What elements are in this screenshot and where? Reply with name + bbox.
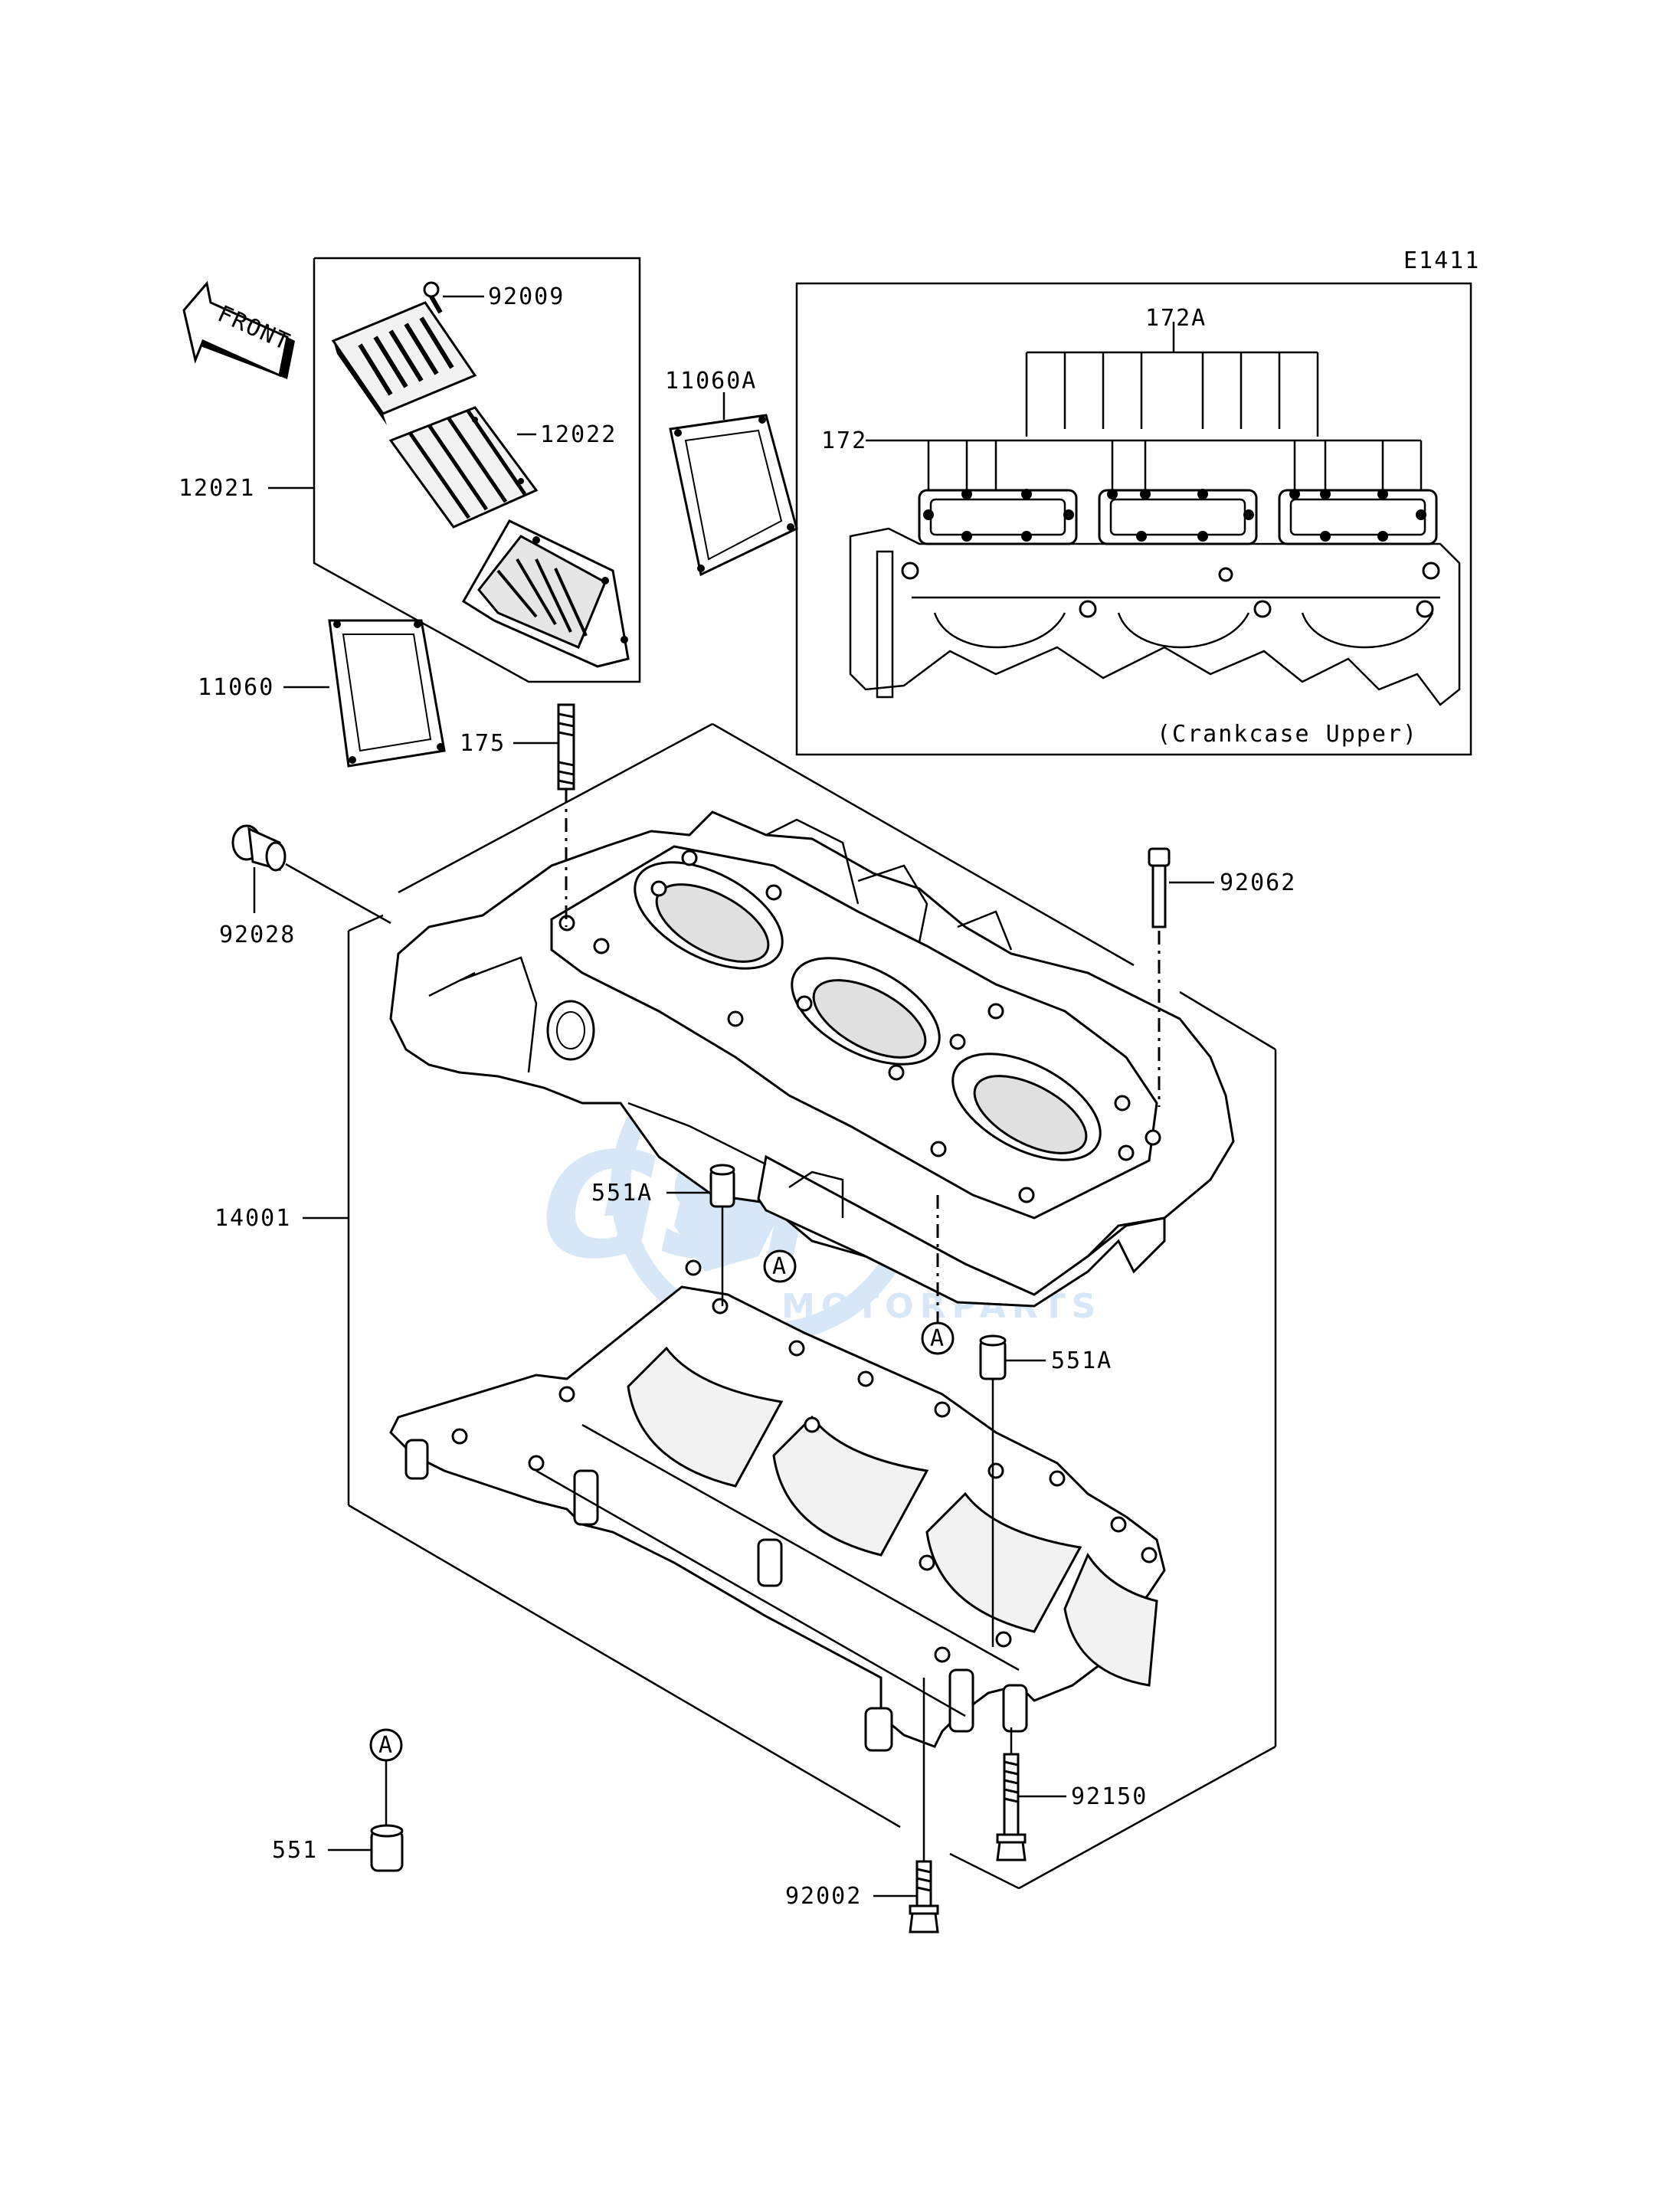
lower-case-bosses [404, 1439, 1028, 1752]
svg-text:A: A [378, 1732, 394, 1759]
label-12021: 12021 [178, 475, 255, 502]
label-172a: 172A [1145, 305, 1207, 332]
label-92150: 92150 [1071, 1783, 1148, 1810]
label-12022: 12022 [540, 421, 617, 448]
label-92028: 92028 [219, 922, 296, 948]
label-14001: 14001 [215, 1205, 291, 1232]
front-arrow-icon: FRONT [182, 280, 295, 379]
reed-block [461, 519, 630, 668]
label-175: 175 [460, 730, 506, 757]
reed-petals [388, 406, 539, 529]
bolt-92150 [996, 1727, 1066, 1861]
dowel-551 [328, 1824, 404, 1872]
ref-mark-a-middle: A [921, 1195, 955, 1355]
crankcase-upper-inset: (Crankcase Upper) [795, 282, 1472, 756]
label-11060: 11060 [198, 674, 274, 701]
dowel-551a-left [666, 1164, 735, 1306]
screw-92009 [423, 281, 443, 314]
dowel-551a-right [979, 1334, 1046, 1647]
ref-mark-a-upper: A [763, 1249, 797, 1283]
svg-text:A: A [772, 1253, 788, 1280]
svg-text:A: A [930, 1325, 945, 1352]
label-172: 172 [821, 427, 867, 454]
gasket-11060 [283, 619, 446, 768]
reed-stopper-plate [331, 301, 477, 425]
label-551: 551 [272, 1837, 318, 1864]
label-551a-left: 551A [591, 1180, 653, 1207]
bolt-92062 [1148, 847, 1214, 1107]
deck-holes [558, 850, 1161, 1203]
inset-crankcase-body [849, 527, 1461, 706]
label-92009: 92009 [488, 283, 565, 310]
bolt-92002 [873, 1678, 939, 1933]
lower-case-holes [451, 1259, 1158, 1663]
label-92002: 92002 [785, 1883, 862, 1910]
ref-mark-a-lower: A [369, 1728, 403, 1827]
main-assembly-box [303, 722, 1277, 1890]
label-551a-right: 551A [1051, 1347, 1112, 1374]
diagram-code: E1411 [1403, 247, 1480, 274]
lower-crankcase [389, 1259, 1166, 1752]
inset-reed-ports [918, 489, 1438, 545]
upper-crankcase [389, 810, 1235, 1308]
bearing-saddles [627, 1346, 1158, 1687]
gasket-11060a [669, 392, 798, 577]
inset-caption: (Crankcase Upper) [1157, 721, 1418, 748]
inset-bolts [923, 489, 1426, 542]
cylinder-bores [634, 861, 1102, 1161]
label-92062: 92062 [1220, 869, 1296, 896]
plug-92028 [231, 824, 391, 925]
part-labels: 92009 12022 12021 11060A 11060 172A 172 … [178, 283, 1296, 1910]
label-11060a: 11060A [665, 368, 757, 395]
reed-valve-group [268, 257, 641, 683]
stud-175 [513, 703, 575, 927]
